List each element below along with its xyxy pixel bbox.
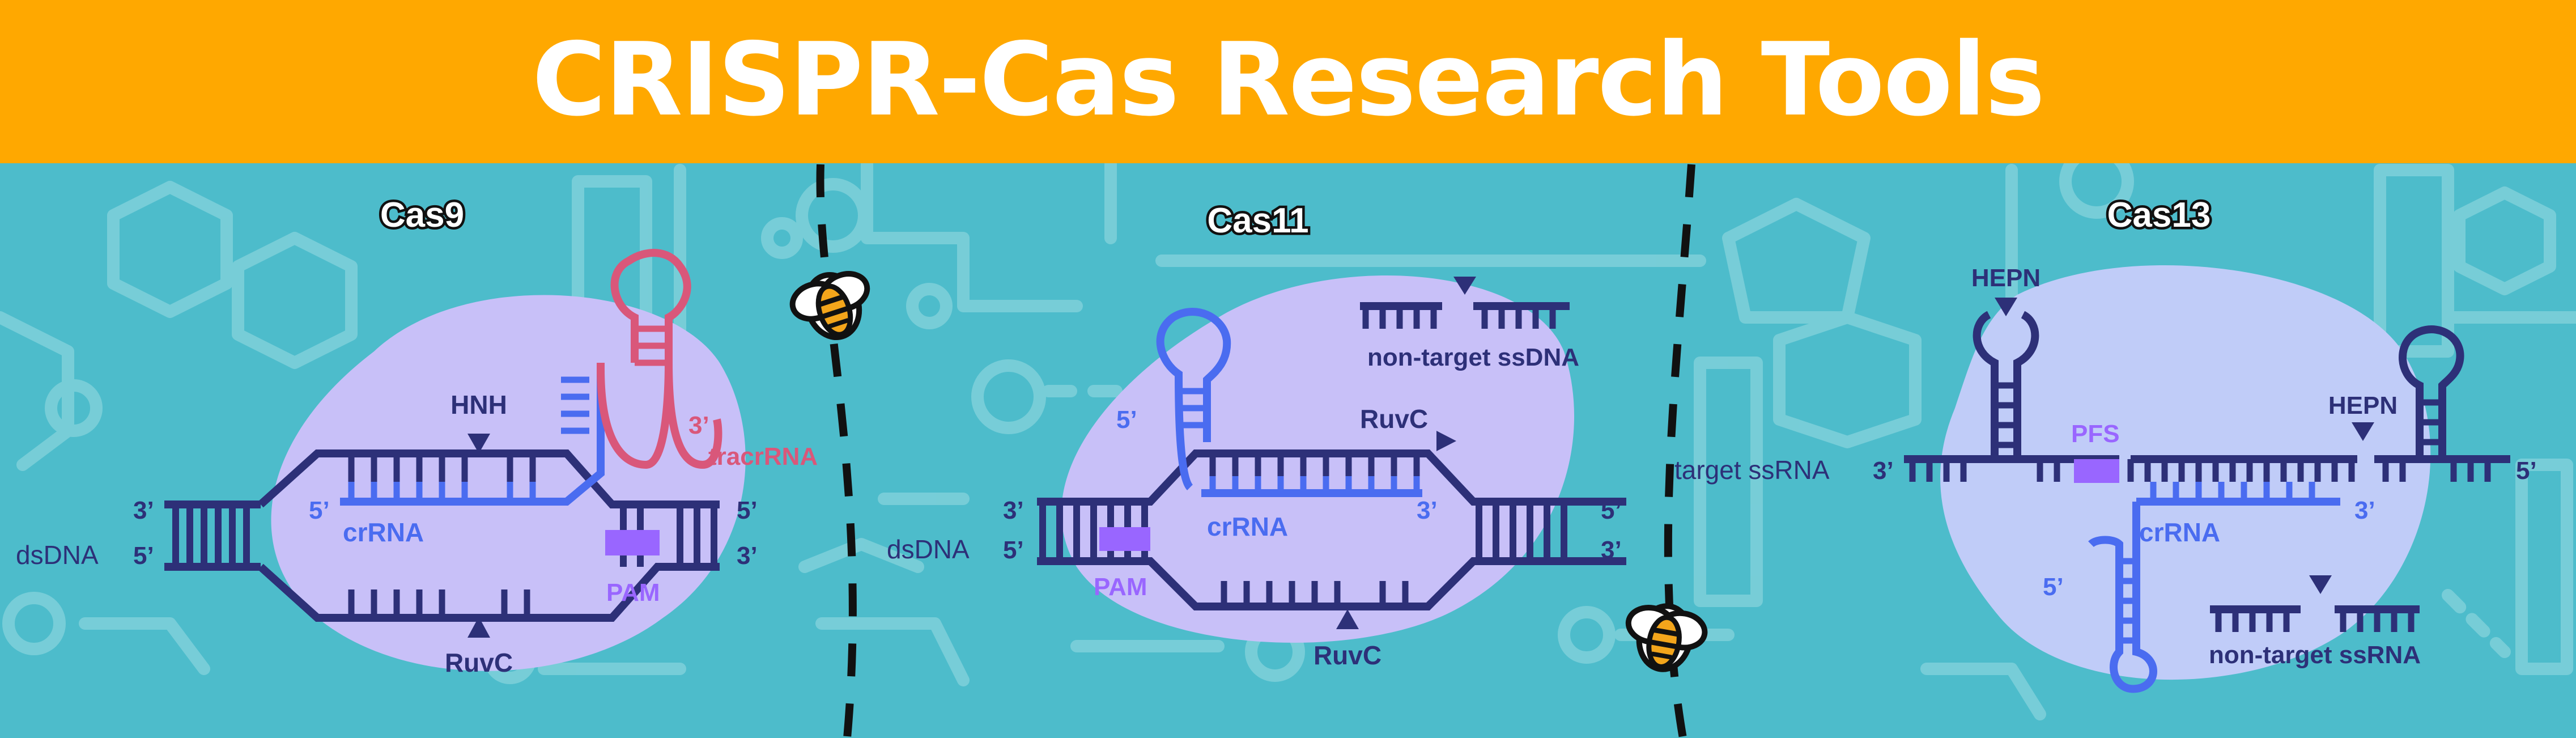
cas9-tracrrna-label: tracrRNA — [708, 443, 818, 470]
cas13-blob — [1940, 265, 2431, 680]
cas9-tracr-3: 3’ — [688, 412, 709, 439]
cas9-title: Cas9 — [380, 196, 464, 235]
cas9-5-right: 5’ — [737, 497, 758, 524]
cas11-dsdna-label: dsDNA — [887, 535, 970, 564]
cas11-3-left: 3’ — [1003, 497, 1024, 524]
cas11-title: Cas11 — [1207, 201, 1308, 240]
cas13-hepn-right-label: HEPN — [2328, 392, 2398, 419]
panel-cas13: Cas13 HEPN HEPN PFS target ssRNA 3’ 5’ c… — [1674, 193, 2537, 693]
cas13-5-right: 5’ — [2516, 457, 2537, 485]
cas13-crrna-5: 5’ — [2043, 573, 2064, 601]
cas11-nontarget-label: non-target ssDNA — [1367, 343, 1579, 371]
cas13-hepn-top-label: HEPN — [1971, 264, 2041, 292]
cas11-blob — [1061, 275, 1575, 643]
cas11-3-right: 3’ — [1601, 536, 1622, 564]
header-banner: CRISPR-Cas Research Tools — [0, 0, 2576, 163]
cas13-title: Cas13 — [2107, 196, 2211, 235]
cas9-ruvc-label: RuvC — [445, 648, 513, 677]
cas13-pfs — [2074, 459, 2119, 483]
cas13-crrna-3: 3’ — [2354, 497, 2375, 524]
page-title: CRISPR-Cas Research Tools — [532, 21, 2045, 138]
cas9-crrna-label: crRNA — [343, 518, 424, 547]
cas11-crrna-3: 3’ — [1417, 497, 1438, 524]
divider-line-left — [816, 164, 857, 738]
cas9-tracrrna — [597, 249, 722, 469]
cas13-crrna-label: crRNA — [2139, 518, 2220, 547]
cas11-crrna-5: 5’ — [1116, 406, 1137, 434]
cas9-pam — [605, 530, 660, 555]
cas9-3-left: 3’ — [133, 497, 154, 524]
cas11-ruvc-bottom-label: RuvC — [1313, 641, 1381, 670]
cas11-ruvc-top-label: RuvC — [1360, 404, 1428, 434]
cas9-3-right: 3’ — [737, 542, 758, 570]
cas9-crrna-5: 5’ — [309, 497, 330, 524]
bee-icon — [787, 264, 879, 349]
cas11-5-right: 5’ — [1601, 497, 1622, 524]
cas9-5-left: 5’ — [133, 542, 154, 570]
bee-icon — [1621, 600, 1708, 676]
panel-cas11: Cas11 non-target ssDNA RuvC RuvC crRNA 5… — [887, 199, 1626, 670]
cas13-nontarget-label: non-target ssRNA — [2209, 641, 2421, 669]
cas11-5-left: 5’ — [1003, 536, 1024, 564]
cas9-dsdna-label: dsDNA — [16, 540, 99, 570]
cas13-crrna — [2088, 498, 2340, 693]
cas13-target-label: target ssRNA — [1674, 455, 1830, 485]
cas11-pam-label: PAM — [1094, 573, 1147, 601]
cas13-3-left: 3’ — [1873, 457, 1894, 485]
cas11-crrna-label: crRNA — [1207, 512, 1288, 541]
cas9-hnh-label: HNH — [450, 390, 507, 419]
cas9-pam-label: PAM — [606, 579, 660, 606]
cas13-pfs-label: PFS — [2071, 420, 2120, 448]
cas11-pam — [1099, 527, 1150, 551]
panel-cas9: Cas9 HNH RuvC crRNA 5’ tracrRNA 3’ PAM d… — [16, 193, 818, 678]
